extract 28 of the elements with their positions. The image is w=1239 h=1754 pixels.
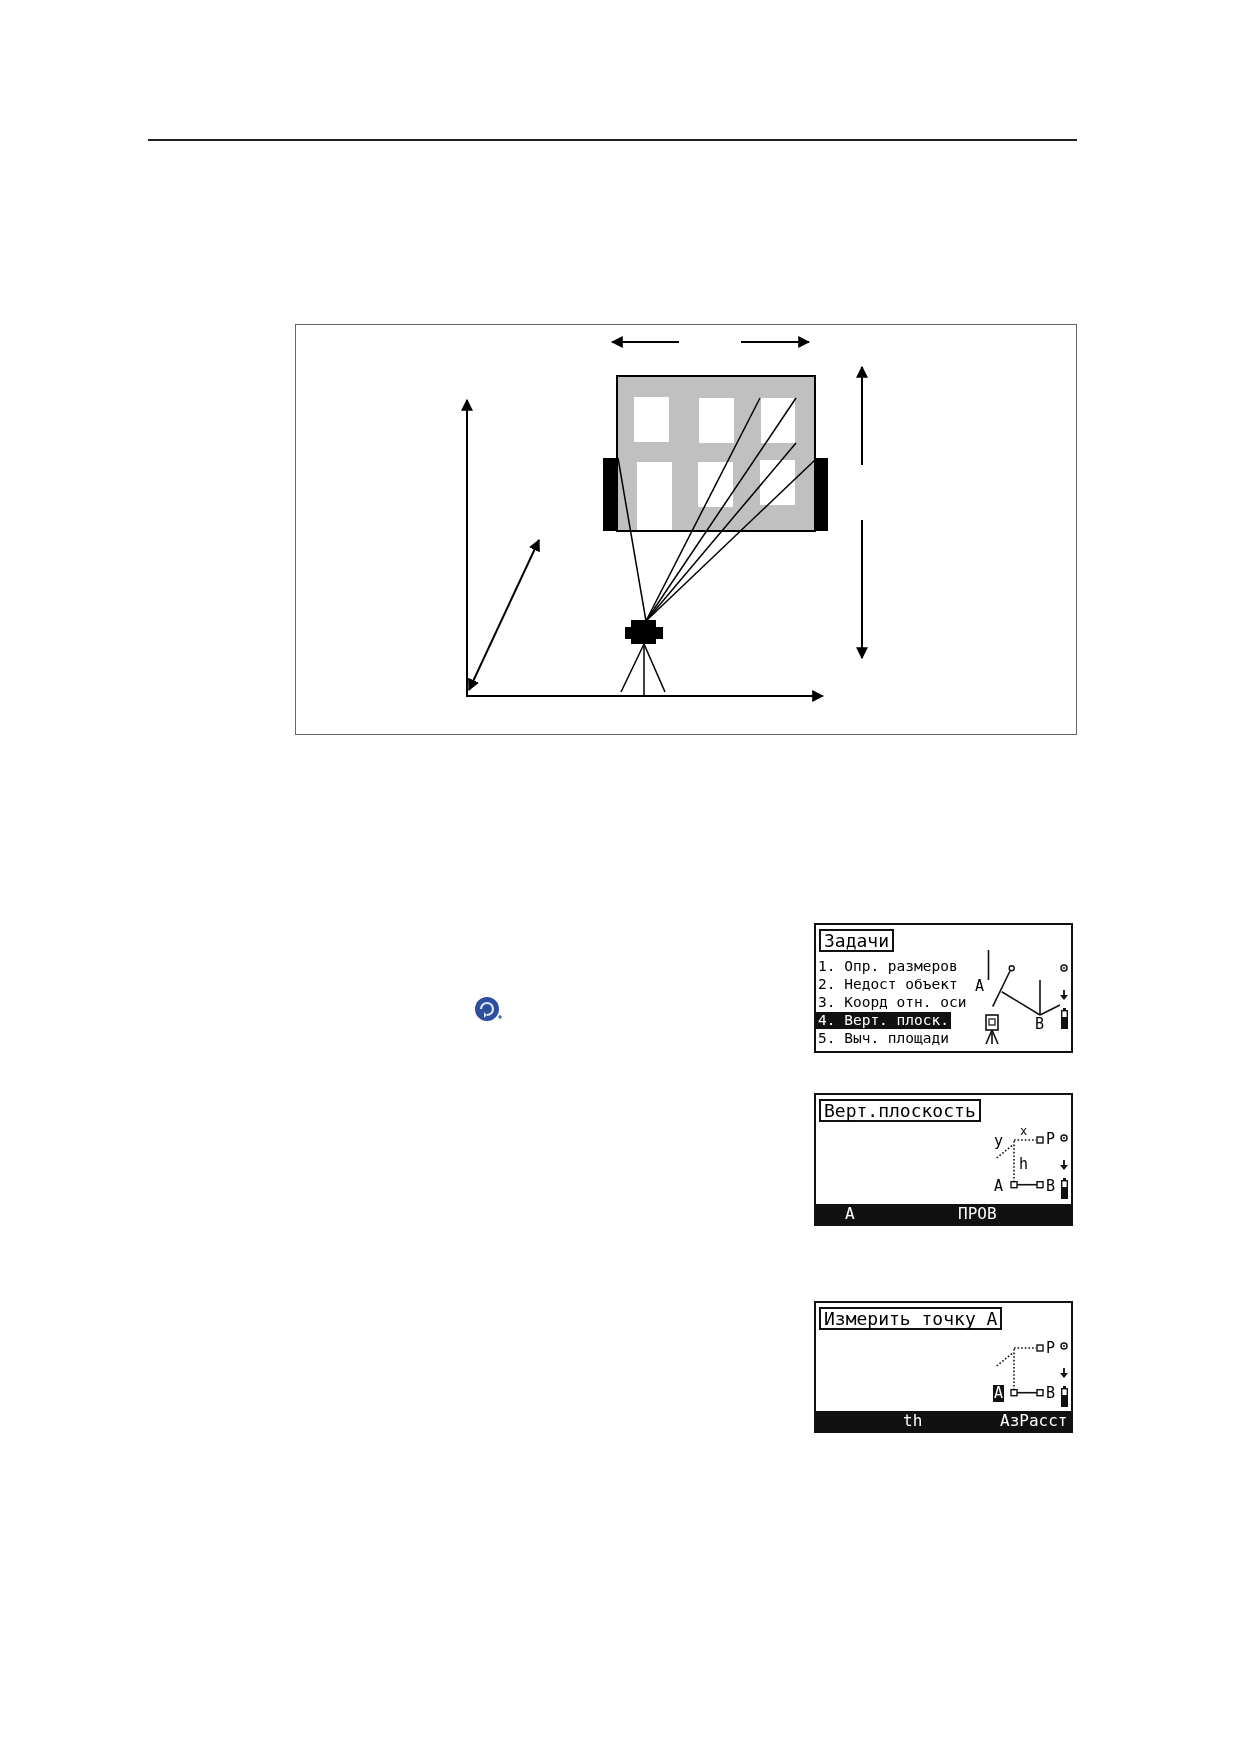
softkey-label: АзРасст <box>1000 1411 1068 1431</box>
point-label: y <box>994 1133 1004 1150</box>
menu-item: 3. Коорд отн. оси <box>818 994 967 1011</box>
lcd-screen <box>814 1301 1073 1433</box>
softkey-label: ПРОВ <box>958 1204 997 1224</box>
softkey-label: A <box>845 1204 855 1224</box>
point-label: B <box>1035 1016 1045 1033</box>
point-label: B <box>1046 1178 1056 1195</box>
point-label: A <box>975 978 985 995</box>
point-label: B <box>1046 1385 1056 1402</box>
point-label: h <box>1019 1156 1029 1173</box>
menu-item: 2. Недост объект <box>818 976 958 993</box>
menu-item: 5. Выч. площади <box>818 1030 949 1047</box>
point-label: P <box>1046 1131 1056 1148</box>
point-label: P <box>1046 1340 1056 1357</box>
screen-title: Верт.плоскость <box>819 1099 981 1122</box>
selected-point-label: A <box>993 1385 1005 1402</box>
lcd-screen <box>814 1093 1073 1226</box>
softkey-bar <box>816 1411 1071 1431</box>
selected-menu-item: 4. Верт. плоск. <box>816 1012 951 1029</box>
softkey-bar <box>816 1204 1071 1224</box>
lcd-screen <box>814 923 1073 1053</box>
softkey-label: th <box>903 1411 923 1431</box>
point-label: A <box>994 1178 1004 1195</box>
screen-title: Задачи <box>819 929 895 952</box>
menu-item: 1. Опр. размеров <box>818 958 958 975</box>
screen-title: Измерить точку A <box>819 1307 1003 1330</box>
point-label: x <box>1020 1124 1028 1138</box>
